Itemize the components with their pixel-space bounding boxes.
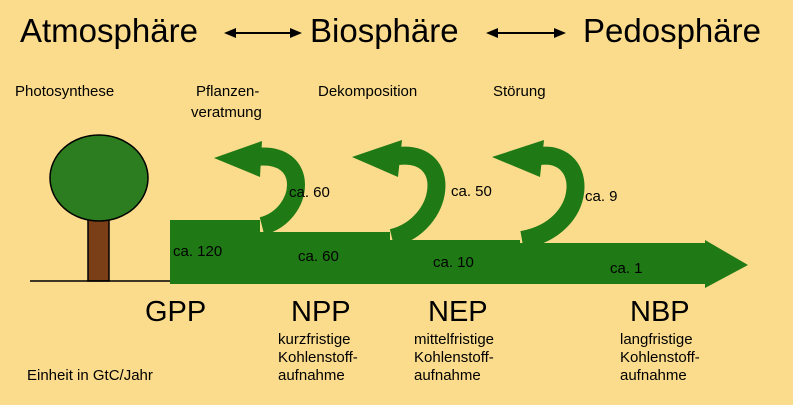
double-arrow-atmo-bio [224, 28, 302, 38]
term-nep: NEP [428, 296, 488, 328]
disturbance-value: ca. 9 [585, 188, 618, 205]
term-gpp: GPP [145, 296, 207, 328]
nbp-value: ca. 1 [610, 260, 643, 277]
term-npp: NPP [291, 296, 351, 328]
nep-description-line: Kohlenstoff- [414, 349, 494, 366]
npp-value: ca. 60 [298, 248, 339, 265]
tree-trunk [87, 217, 110, 282]
npp-description-line: kurzfristige [278, 331, 351, 348]
process-respiration-label-line2: veratmung [191, 104, 262, 121]
term-nbp: NBP [630, 296, 690, 328]
decomposition-value: ca. 50 [451, 183, 492, 200]
npp-description-line: Kohlenstoff- [278, 349, 358, 366]
npp-description-line: aufnahme [278, 367, 345, 384]
decomposition-return-arrow [352, 140, 446, 247]
process-decomposition-label: Dekomposition [318, 83, 418, 100]
sphere-pedosphere-title: Pedosphäre [583, 12, 761, 49]
double-arrow-bio-pedo [486, 28, 566, 38]
nep-value: ca. 10 [433, 254, 474, 271]
respiration-return-arrow [214, 141, 305, 235]
disturbance-return-arrow [492, 140, 585, 249]
process-respiration-label-line1: Pflanzen- [196, 83, 260, 100]
nbp-description-line: Kohlenstoff- [620, 349, 700, 366]
nbp-description-line: langfristige [620, 331, 693, 348]
tree-crown [49, 134, 149, 222]
unit-note: Einheit in GtC/Jahr [27, 367, 153, 384]
nep-description-line: aufnahme [414, 367, 481, 384]
nbp-description: langfristige Kohlenstoff- aufnahme [620, 331, 700, 385]
process-disturbance-label: Störung [493, 83, 546, 100]
npp-description: kurzfristige Kohlenstoff- aufnahme [278, 331, 358, 385]
process-photosynthesis-label: Photosynthese [15, 83, 115, 100]
respiration-value: ca. 60 [289, 184, 330, 201]
main-flow-arrow [170, 220, 748, 288]
sphere-atmosphere-title: Atmosphäre [20, 12, 198, 49]
nep-description-line: mittelfristige [414, 331, 495, 348]
gpp-value: ca. 120 [173, 243, 223, 260]
sphere-biosphere-title: Biosphäre [310, 12, 459, 49]
nbp-description-line: aufnahme [620, 367, 687, 384]
nep-description: mittelfristige Kohlenstoff- aufnahme [414, 331, 494, 385]
